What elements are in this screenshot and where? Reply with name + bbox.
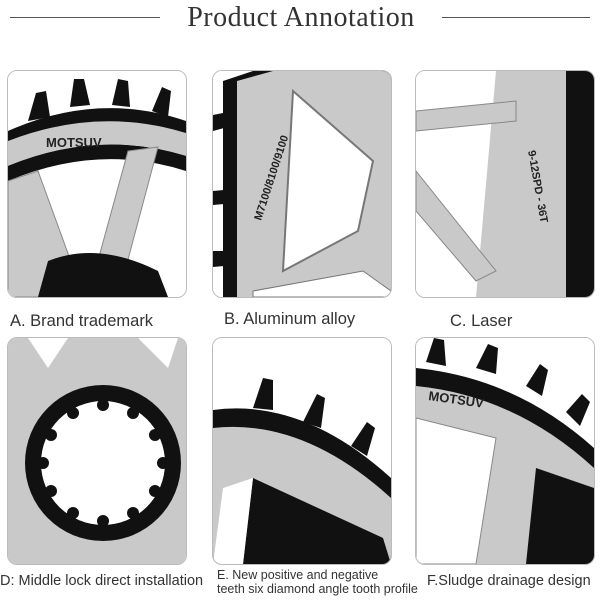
chainring-closeup-e [213, 338, 391, 564]
panel-laser: 9-12SPD - 36T [415, 70, 595, 298]
chainring-closeup-c: 9-12SPD - 36T [416, 71, 594, 297]
chainring-closeup-d [8, 338, 186, 564]
chainring-closeup-b: M7100/8100/9100 [213, 71, 391, 297]
panel-middle-lock [7, 337, 187, 565]
title-divider-left [10, 17, 160, 18]
brand-engraving: MOTSUV [46, 135, 102, 150]
page-title: Product Annotation [187, 2, 415, 33]
panel-sludge-drainage: MOTSUV [415, 337, 595, 565]
caption-f: F.Sludge drainage design [427, 573, 591, 589]
caption-b: B. Aluminum alloy [224, 310, 356, 328]
chainring-closeup-a: MOTSUV [8, 71, 186, 297]
caption-d: D: Middle lock direct installation [0, 573, 204, 589]
chainring-closeup-f: MOTSUV [416, 338, 594, 564]
caption-e: E. New positive and negative teeth six d… [217, 568, 447, 596]
caption-c: C. Laser [450, 312, 513, 330]
panel-tooth-profile [212, 337, 392, 565]
caption-e-line1: E. New positive and negative [217, 568, 379, 582]
title-divider-right [442, 17, 590, 18]
panel-aluminum-alloy: M7100/8100/9100 [212, 70, 392, 298]
panel-brand-trademark: MOTSUV [7, 70, 187, 298]
title-row: Product Annotation [0, 0, 600, 40]
caption-a: A. Brand trademark [10, 312, 154, 330]
caption-e-line2: teeth six diamond angle tooth profile [217, 582, 418, 596]
